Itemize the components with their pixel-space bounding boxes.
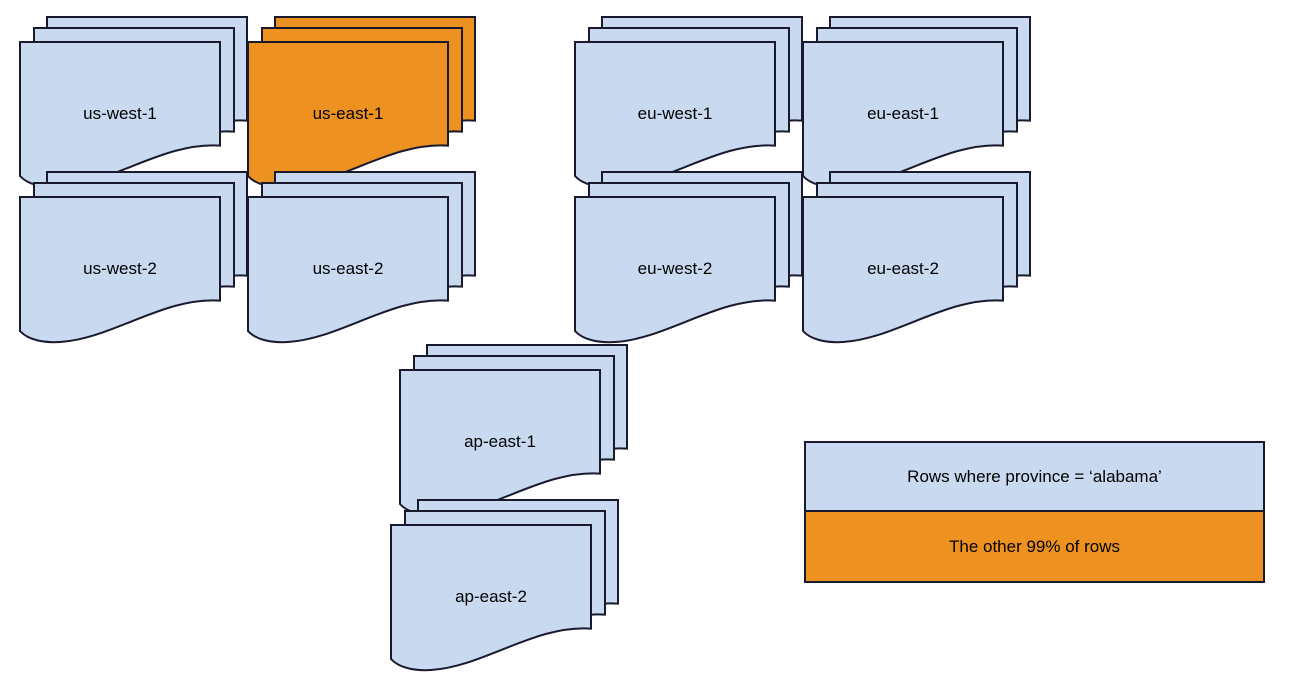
document-stack-us-east-1[interactable]: us-east-1 [247,16,488,197]
document-sheet-3 [19,41,221,189]
document-stack-shape [802,171,1031,344]
document-sheet-3 [247,41,449,189]
document-stack-us-east-2[interactable]: us-east-2 [247,171,488,352]
legend-row-other: The other 99% of rows [806,512,1263,581]
document-stack-eu-west-1[interactable]: eu-west-1 [574,16,815,197]
legend-row-matching: Rows where province = ‘alabama’ [806,443,1263,512]
document-sheet-3 [802,41,1004,189]
document-stack-shape [247,16,476,189]
document-stack-eu-east-2[interactable]: eu-east-2 [802,171,1043,352]
document-stack-eu-east-1[interactable]: eu-east-1 [802,16,1043,197]
document-stack-shape [399,344,628,517]
document-sheet-3 [399,369,601,517]
document-sheet-3 [19,196,221,344]
document-stack-us-west-1[interactable]: us-west-1 [19,16,260,197]
document-sheet-3 [247,196,449,344]
legend-label-other: The other 99% of rows [948,536,1121,556]
document-stack-shape [574,171,803,344]
document-stack-ap-east-2[interactable]: ap-east-2 [390,499,631,680]
document-stack-eu-west-2[interactable]: eu-west-2 [574,171,815,352]
legend: Rows where province = ‘alabama’ The othe… [804,441,1265,583]
document-stack-us-west-2[interactable]: us-west-2 [19,171,260,352]
document-stack-shape [19,171,248,344]
document-stack-shape [574,16,803,189]
document-sheet-3 [802,196,1004,344]
document-sheet-3 [574,41,776,189]
document-stack-shape [247,171,476,344]
legend-label-matching: Rows where province = ‘alabama’ [907,466,1162,486]
document-stack-shape [390,499,619,672]
document-sheet-3 [574,196,776,344]
document-sheet-3 [390,524,592,672]
document-stack-shape [802,16,1031,189]
document-stack-shape [19,16,248,189]
document-stack-ap-east-1[interactable]: ap-east-1 [399,344,640,525]
